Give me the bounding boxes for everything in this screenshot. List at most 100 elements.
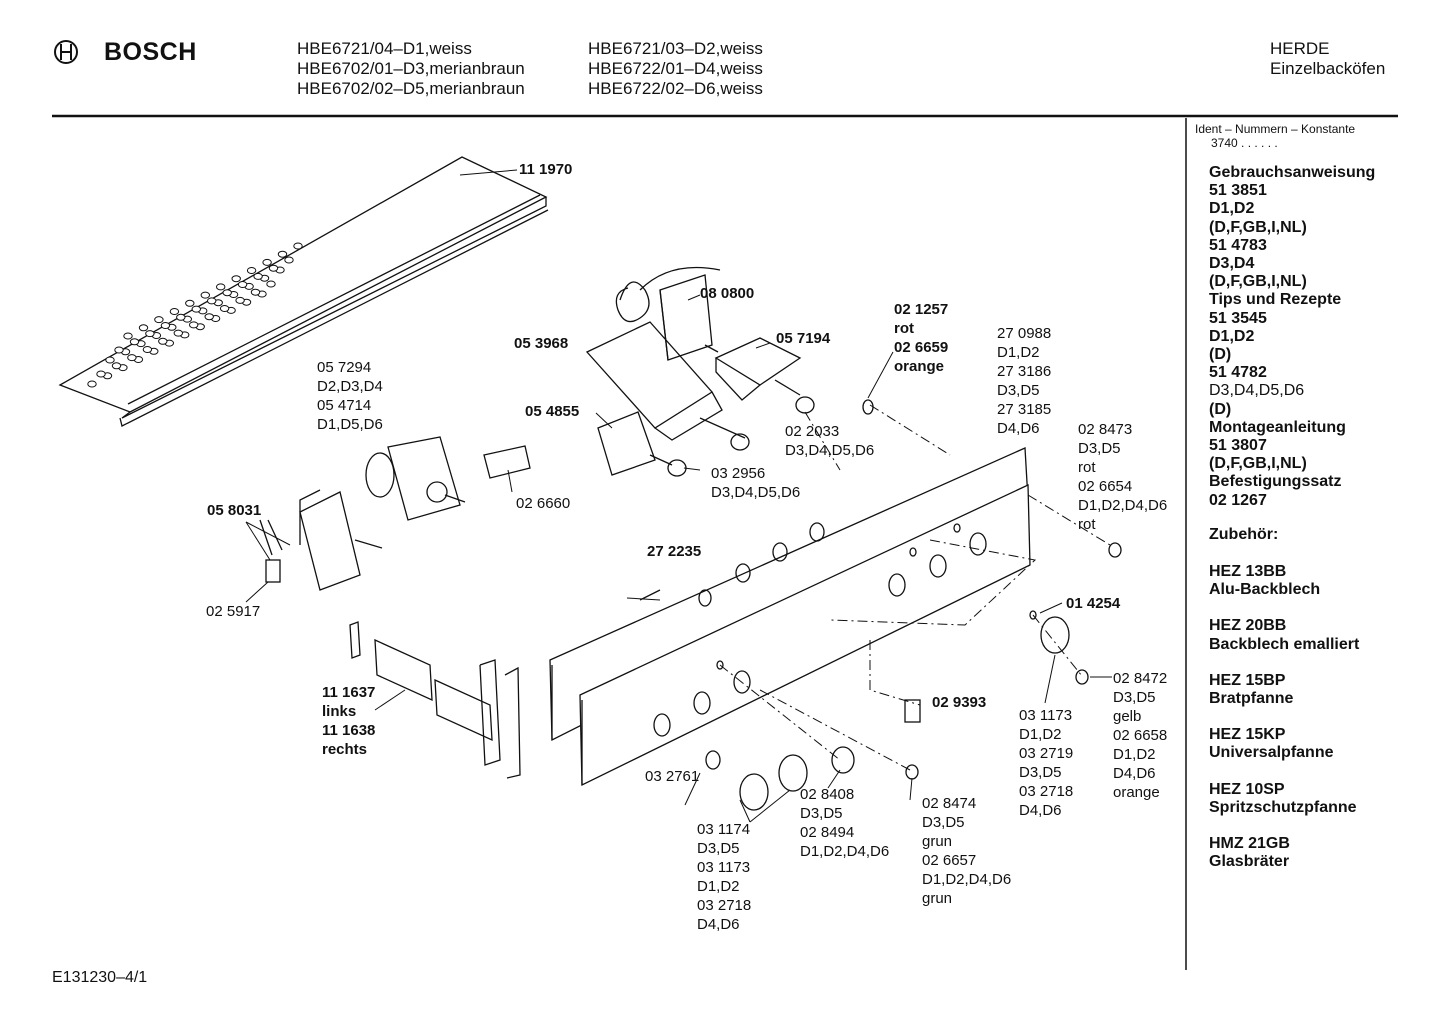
part-line: D1,D2,D4,D6 (922, 871, 1012, 888)
model-line: HBE6722/02–D6,weiss (588, 79, 763, 98)
category-line: Einzelbacköfen (1270, 59, 1386, 78)
perforation-hole (142, 346, 153, 353)
perforation-hole (105, 356, 115, 364)
perforation-hole (277, 250, 288, 258)
documentation-line: (D) (1209, 400, 1232, 418)
perforation-hole (87, 380, 97, 388)
model-line: HBE6721/04–D1,weiss (297, 39, 472, 58)
perforation-hole (268, 264, 279, 272)
perforation-hole (158, 337, 168, 345)
perforation-hole (253, 272, 263, 280)
part-line: 02 6657 (922, 852, 977, 869)
timer-drawing (365, 436, 466, 521)
documentation-line: Montageanleitung (1209, 418, 1346, 436)
category-line: HERDE (1270, 39, 1330, 58)
part-line: D1,D2 (1019, 726, 1062, 743)
part-label: 05 7194 (776, 330, 831, 347)
part-line: 02 8472 (1113, 670, 1168, 687)
perforation-hole (200, 291, 211, 299)
part-line: 02 8494 (800, 824, 855, 841)
documentation-line: (D,F,GB,I,NL) (1209, 218, 1307, 236)
perforation-hole (189, 321, 199, 329)
brand-name: BOSCH (104, 38, 197, 66)
part-line: 27 3185 (997, 401, 1052, 418)
perforation-hole (111, 362, 122, 370)
part-line: 02 6654 (1078, 478, 1133, 495)
bosch-armature-icon (54, 40, 78, 64)
zubehoer-title: Zubehör: (1209, 526, 1279, 543)
category-block: HERDE Einzelbacköfen (1270, 39, 1385, 79)
documentation-line: D3,D4 (1209, 255, 1255, 273)
accessory-code: HEZ 13BB (1209, 563, 1287, 580)
model-list-1: HBE6721/04–D1,weiss HBE6702/01–D3,merian… (297, 39, 525, 99)
part-line: D1,D2 (997, 344, 1040, 361)
perforation-hole (123, 332, 133, 340)
perforation-hole (114, 346, 124, 354)
perforation-hole (246, 267, 257, 274)
part-label: 02 5917 (206, 603, 261, 620)
part-line: D3,D5 (1078, 440, 1121, 457)
knobs-drawing (705, 399, 1122, 811)
part-line: orange (1113, 784, 1160, 801)
documentation-line: (D,F,GB,I,NL) (1209, 273, 1307, 291)
perforation-hole (191, 305, 202, 313)
part-label-group: 03 2956 D3,D4,D5,D6 (711, 464, 800, 502)
part-line: 03 1174 (697, 821, 751, 838)
accessory-code: HMZ 21GB (1209, 835, 1290, 853)
part-line: D3,D5 (800, 805, 843, 822)
accessory-name: Alu-Backblech (1209, 581, 1321, 599)
documentation-line: 51 4783 (1209, 236, 1267, 254)
perforation-hole (96, 370, 106, 378)
part-line: 02 1257 (894, 301, 949, 318)
part-line: 11 1637 (322, 684, 376, 701)
model-line: HBE6721/03–D2,weiss (588, 39, 763, 58)
part-label: 02 6660 (516, 495, 571, 512)
motor-drawing (259, 489, 383, 591)
part-label: 05 8031 (207, 502, 262, 519)
part-line: 03 2956 (711, 465, 766, 482)
model-list-2: HBE6721/03–D2,weiss HBE6722/01–D4,weiss … (588, 39, 763, 99)
part-line: 02 6659 (894, 339, 949, 356)
part-label-group: 05 7294 D2,D3,D4 05 4714 D1,D5,D6 (317, 358, 383, 434)
part-line: rot (1078, 516, 1096, 533)
perforation-hole (173, 329, 184, 337)
part-label: 27 2235 (647, 543, 702, 560)
part-line: 02 2033 (785, 423, 840, 440)
perforation-hole (237, 281, 248, 288)
bosch-logo (52, 38, 80, 71)
cover-strip-drawing (58, 156, 549, 427)
part-line: D3,D4,D5,D6 (785, 442, 875, 459)
documentation-line: (D,F,GB,I,NL) (1209, 455, 1307, 473)
part-line: D4,D6 (997, 420, 1040, 437)
ident-label: Ident – Nummern – Konstante (1195, 122, 1356, 136)
part-line: grun (922, 833, 953, 850)
accessory-code: HEZ 10SP (1209, 780, 1285, 798)
part-line: 27 3186 (997, 363, 1052, 380)
assembly-lines (719, 404, 1111, 771)
front-panel-drawing (579, 483, 1031, 787)
documentation-line: 51 3807 (1209, 437, 1267, 455)
part-line: 02 8408 (800, 786, 855, 803)
documentation-line: D3,D4,D5,D6 (1209, 382, 1305, 400)
perforation-hole (185, 299, 195, 307)
documentation-line: 51 3851 (1209, 182, 1267, 200)
accessory-name: Spritzschutzpfanne (1209, 798, 1357, 816)
perforation-hole (250, 288, 261, 296)
documentation-line: Gebrauchsanweisung (1209, 164, 1376, 181)
switch-small-drawing (667, 337, 815, 477)
part-line: 02 6658 (1113, 727, 1168, 744)
part-line: D1,D2,D4,D6 (1078, 497, 1168, 514)
part-line: D3,D5 (1113, 689, 1156, 706)
part-line: 27 0988 (997, 325, 1052, 342)
documentation-line: D1,D2 (1209, 327, 1255, 345)
part-line: D1,D2 (697, 878, 740, 895)
accessory-name: Glasbräter (1209, 853, 1290, 871)
part-line: D1,D2,D4,D6 (800, 843, 890, 860)
part-line: 02 8473 (1078, 421, 1133, 438)
